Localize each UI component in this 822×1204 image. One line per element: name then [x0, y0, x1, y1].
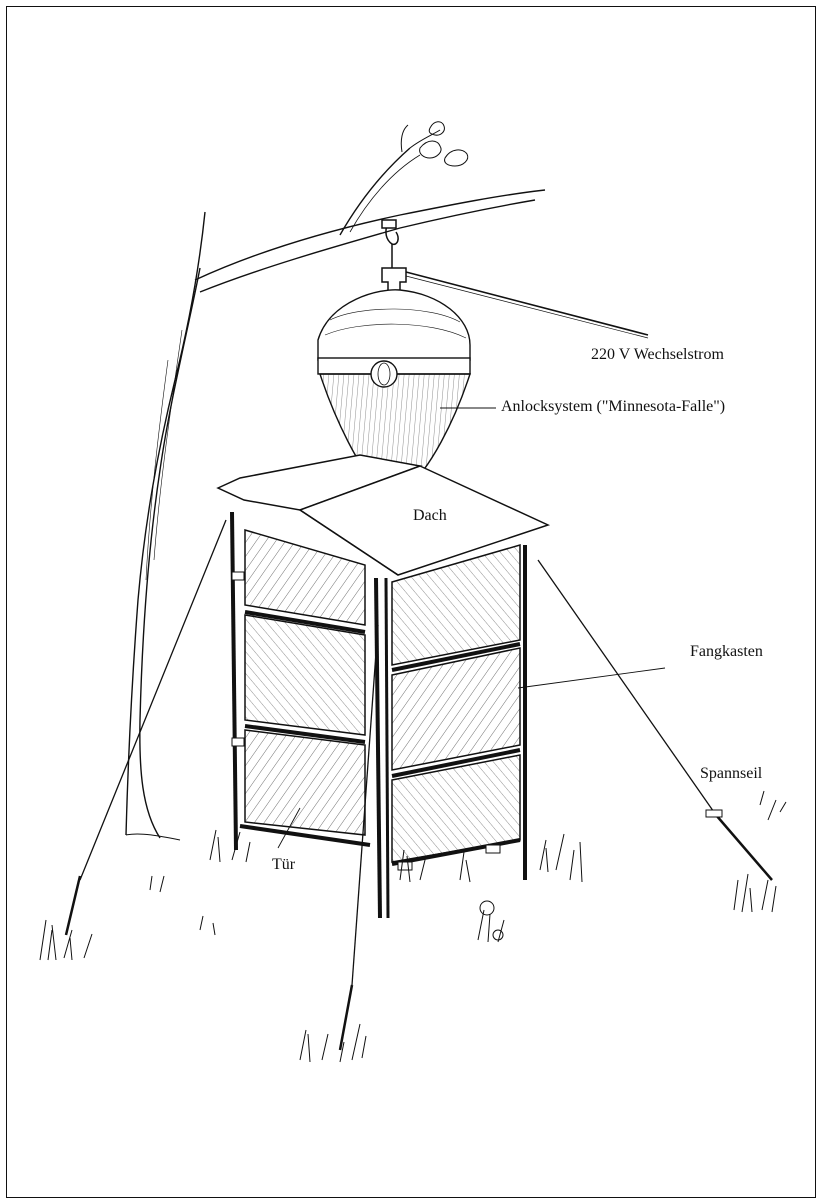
label-lure-system: Anlocksystem ("Minnesota-Falle") [501, 398, 725, 416]
tree-branch [195, 190, 545, 280]
leaf [445, 150, 468, 166]
hinge [232, 738, 244, 746]
tree-twig [340, 148, 410, 235]
socket [382, 268, 406, 292]
flower-icon [493, 930, 503, 940]
latch [486, 845, 500, 853]
lure-dome [318, 290, 470, 360]
label-power: 220 V Wechselstrom [591, 346, 724, 364]
label-guy-rope: Spannseil [700, 765, 762, 783]
tree-trunk [126, 212, 205, 835]
latch [398, 862, 412, 870]
label-door: Tür [272, 856, 295, 874]
leaf [420, 141, 441, 158]
door-panel [245, 730, 365, 835]
tent-peg [66, 876, 80, 935]
post [386, 578, 388, 918]
leaf [429, 122, 444, 135]
left-panel-top [245, 530, 365, 625]
hinge [232, 572, 244, 580]
flower-icon [480, 901, 494, 915]
trap-box [218, 455, 548, 918]
post [232, 512, 236, 850]
label-roof: Dach [413, 507, 447, 525]
guy-rope-right [538, 560, 716, 815]
left-panel-mid [245, 615, 365, 735]
rope-tensioner [706, 810, 722, 817]
tent-peg [340, 985, 352, 1050]
label-trap-box: Fangkasten [690, 643, 763, 661]
lamp [371, 361, 397, 387]
